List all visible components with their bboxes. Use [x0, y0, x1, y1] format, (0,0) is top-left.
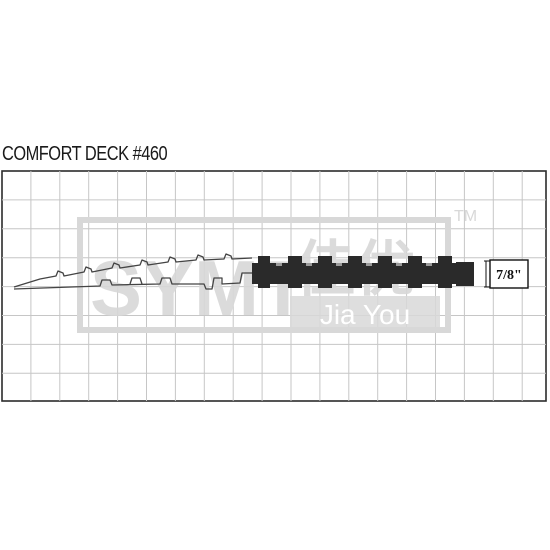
profile-rib [378, 256, 392, 288]
profile-rib [438, 256, 452, 288]
watermark-latin: Jia You [320, 299, 410, 330]
watermark-latin-box [290, 296, 440, 332]
profile-tail [13, 253, 253, 290]
dimension-box [489, 259, 529, 289]
dimension-label: 7/8" [496, 268, 522, 283]
page-title: COMFORT DECK #460 [2, 143, 168, 165]
profile-rib [318, 256, 332, 288]
profile-rib [258, 256, 270, 288]
watermark-trademark: TM [454, 208, 477, 225]
profile-rib [288, 256, 302, 288]
profile-rib [348, 256, 362, 288]
profile-notches [276, 263, 432, 266]
dimension-callout: 7/8" [484, 259, 529, 289]
profile-end [456, 262, 474, 286]
profile-rib [408, 256, 422, 288]
profile-body [252, 256, 474, 288]
watermark-brand: SYMT [90, 244, 307, 332]
